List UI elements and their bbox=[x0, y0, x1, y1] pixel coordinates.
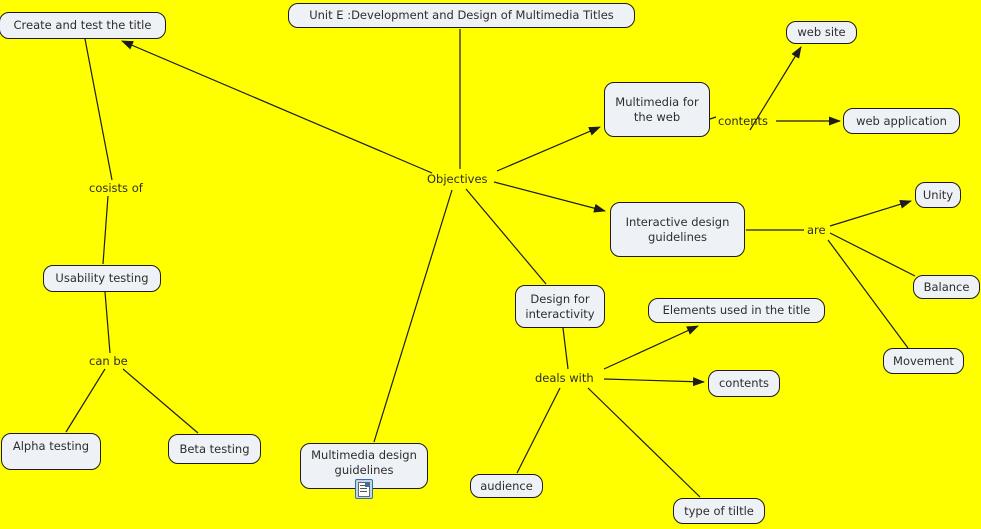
edge-deals-with-to-type-tiltle bbox=[587, 387, 701, 498]
node-create-and-test-the-title[interactable]: Create and test the title bbox=[0, 12, 166, 39]
node-type-of-tiltle[interactable]: type of tiltle bbox=[673, 498, 765, 524]
edge-objectives-to-design-interactivity bbox=[465, 188, 547, 285]
attached-resource-icon[interactable] bbox=[355, 479, 373, 499]
node-elements-used-in-the-title[interactable]: Elements used in the title bbox=[648, 298, 825, 323]
node-web-application[interactable]: web application bbox=[843, 108, 960, 134]
node-multimedia-for-the-web[interactable]: Multimedia for the web bbox=[604, 82, 710, 137]
resource-page-glyph bbox=[358, 481, 370, 497]
node-balance[interactable]: Balance bbox=[913, 275, 980, 299]
node-label: Create and test the title bbox=[13, 18, 152, 33]
linking-phrase-can-be[interactable]: can be bbox=[89, 354, 128, 368]
node-audience[interactable]: audience bbox=[470, 474, 543, 498]
node-movement[interactable]: Movement bbox=[883, 348, 964, 374]
node-label: Elements used in the title bbox=[662, 303, 811, 318]
node-label: Multimedia design guidelines bbox=[311, 448, 417, 477]
node-label: contents bbox=[718, 376, 770, 391]
linking-phrase-cosists-of[interactable]: cosists of bbox=[89, 181, 143, 195]
node-label: Movement bbox=[893, 353, 954, 368]
node-label: Unity bbox=[922, 187, 954, 202]
node-beta-testing[interactable]: Beta testing bbox=[168, 434, 261, 464]
edge-cosists-of-to-usability bbox=[102, 195, 109, 265]
node-label: Multimedia for the web bbox=[615, 94, 699, 124]
linking-phrase-contents[interactable]: contents bbox=[718, 114, 769, 128]
edge-objectives-to-create-test bbox=[121, 40, 433, 174]
edge-objectives-to-multimedia-web bbox=[496, 126, 601, 172]
node-alpha-testing[interactable]: Alpha testing bbox=[1, 433, 101, 470]
node-multimedia-design-guidelines[interactable]: Multimedia design guidelines bbox=[300, 443, 428, 499]
edge-can-be-to-alpha bbox=[65, 368, 106, 433]
edge-contents-to-web-site bbox=[749, 46, 802, 131]
node-usability-testing[interactable]: Usability testing bbox=[43, 265, 161, 292]
node-label: Usability testing bbox=[55, 271, 149, 286]
edge-are-to-balance bbox=[829, 232, 916, 277]
edge-objectives-to-mdg bbox=[373, 189, 453, 443]
edge-create-test-to-cosists-of bbox=[84, 38, 113, 181]
node-label: Design for interactivity bbox=[525, 291, 595, 321]
linking-phrase-deals-with[interactable]: deals with bbox=[535, 371, 594, 385]
edge-are-to-movement bbox=[827, 239, 909, 349]
node-label: Balance bbox=[923, 279, 970, 294]
node-web-site[interactable]: web site bbox=[786, 21, 857, 44]
edge-can-be-to-beta bbox=[122, 368, 199, 434]
edge-deals-with-to-audience bbox=[516, 387, 561, 474]
node-label: type of tiltle bbox=[684, 503, 754, 518]
node-interactive-design-guidelines[interactable]: Interactive design guidelines bbox=[610, 202, 745, 257]
linking-phrase-objectives[interactable]: Objectives bbox=[427, 172, 488, 186]
node-label: web application bbox=[856, 113, 947, 128]
node-label: web site bbox=[797, 25, 846, 40]
edge-deals-with-to-contents-box bbox=[603, 377, 705, 387]
node-label: audience bbox=[480, 478, 533, 493]
node-contents[interactable]: contents bbox=[708, 370, 780, 397]
node-design-for-interactivity[interactable]: Design for interactivity bbox=[515, 285, 605, 328]
node-label: Unit E :Development and Design of Multim… bbox=[309, 8, 614, 23]
edge-design-interactivity-to-deals-with bbox=[562, 327, 569, 370]
node-label: Alpha testing bbox=[12, 439, 90, 453]
edge-deals-with-to-elements-title bbox=[603, 325, 699, 370]
node-label: Beta testing bbox=[179, 441, 250, 456]
edge-usability-to-can-be bbox=[104, 291, 111, 354]
edge-are-to-unity bbox=[829, 199, 912, 227]
node-label: Interactive design guidelines bbox=[625, 214, 730, 244]
node-unit-e-title[interactable]: Unit E :Development and Design of Multim… bbox=[288, 3, 635, 28]
edge-objectives-to-interactive-dg bbox=[493, 181, 606, 213]
edge-multimedia-web-to-contents bbox=[709, 116, 717, 120]
linking-phrase-are[interactable]: are bbox=[807, 223, 826, 237]
node-unity[interactable]: Unity bbox=[915, 182, 961, 208]
